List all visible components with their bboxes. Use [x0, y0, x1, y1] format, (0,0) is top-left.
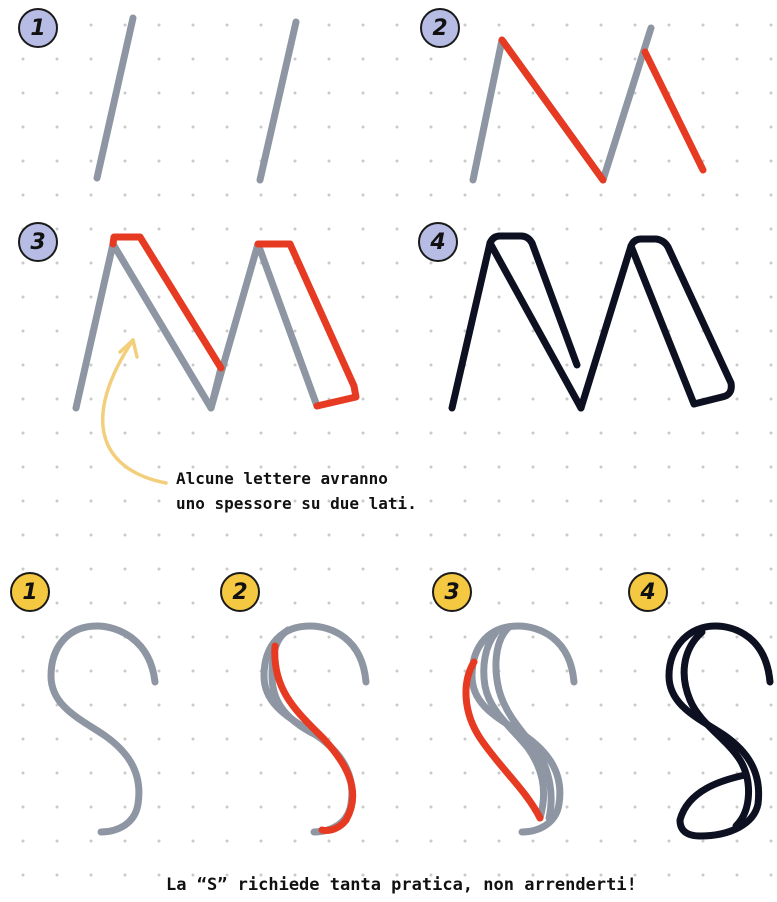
s-step-3-badge: 3	[432, 572, 472, 612]
s-step-4-badge: 4	[628, 572, 668, 612]
thickness-note-line-2: uno spessore su due lati.	[176, 493, 417, 515]
m-step-2-badge: 2	[420, 8, 460, 48]
thickness-note-line-1: Alcune lettere avranno	[176, 468, 388, 490]
s-practice-footer: La “S” richiede tanta pratica, non arren…	[166, 874, 637, 896]
s-step-4-drawing	[669, 626, 770, 836]
m-step-2-drawing	[473, 28, 703, 180]
m-step-3-badge: 3	[18, 222, 58, 262]
m-step-3-drawing	[76, 237, 356, 408]
m-arrow-annotation	[103, 340, 166, 483]
s-step-2-drawing	[264, 626, 366, 832]
s-step-3-drawing	[466, 626, 574, 832]
m-step-1-badge: 1	[18, 8, 58, 48]
s-step-2-badge: 2	[220, 572, 260, 612]
s-step-1-drawing	[51, 626, 155, 832]
m-step-4-badge: 4	[418, 222, 458, 262]
m-step-1-drawing	[97, 18, 296, 180]
s-step-1-badge: 1	[10, 572, 50, 612]
m-step-4-drawing	[452, 236, 731, 408]
